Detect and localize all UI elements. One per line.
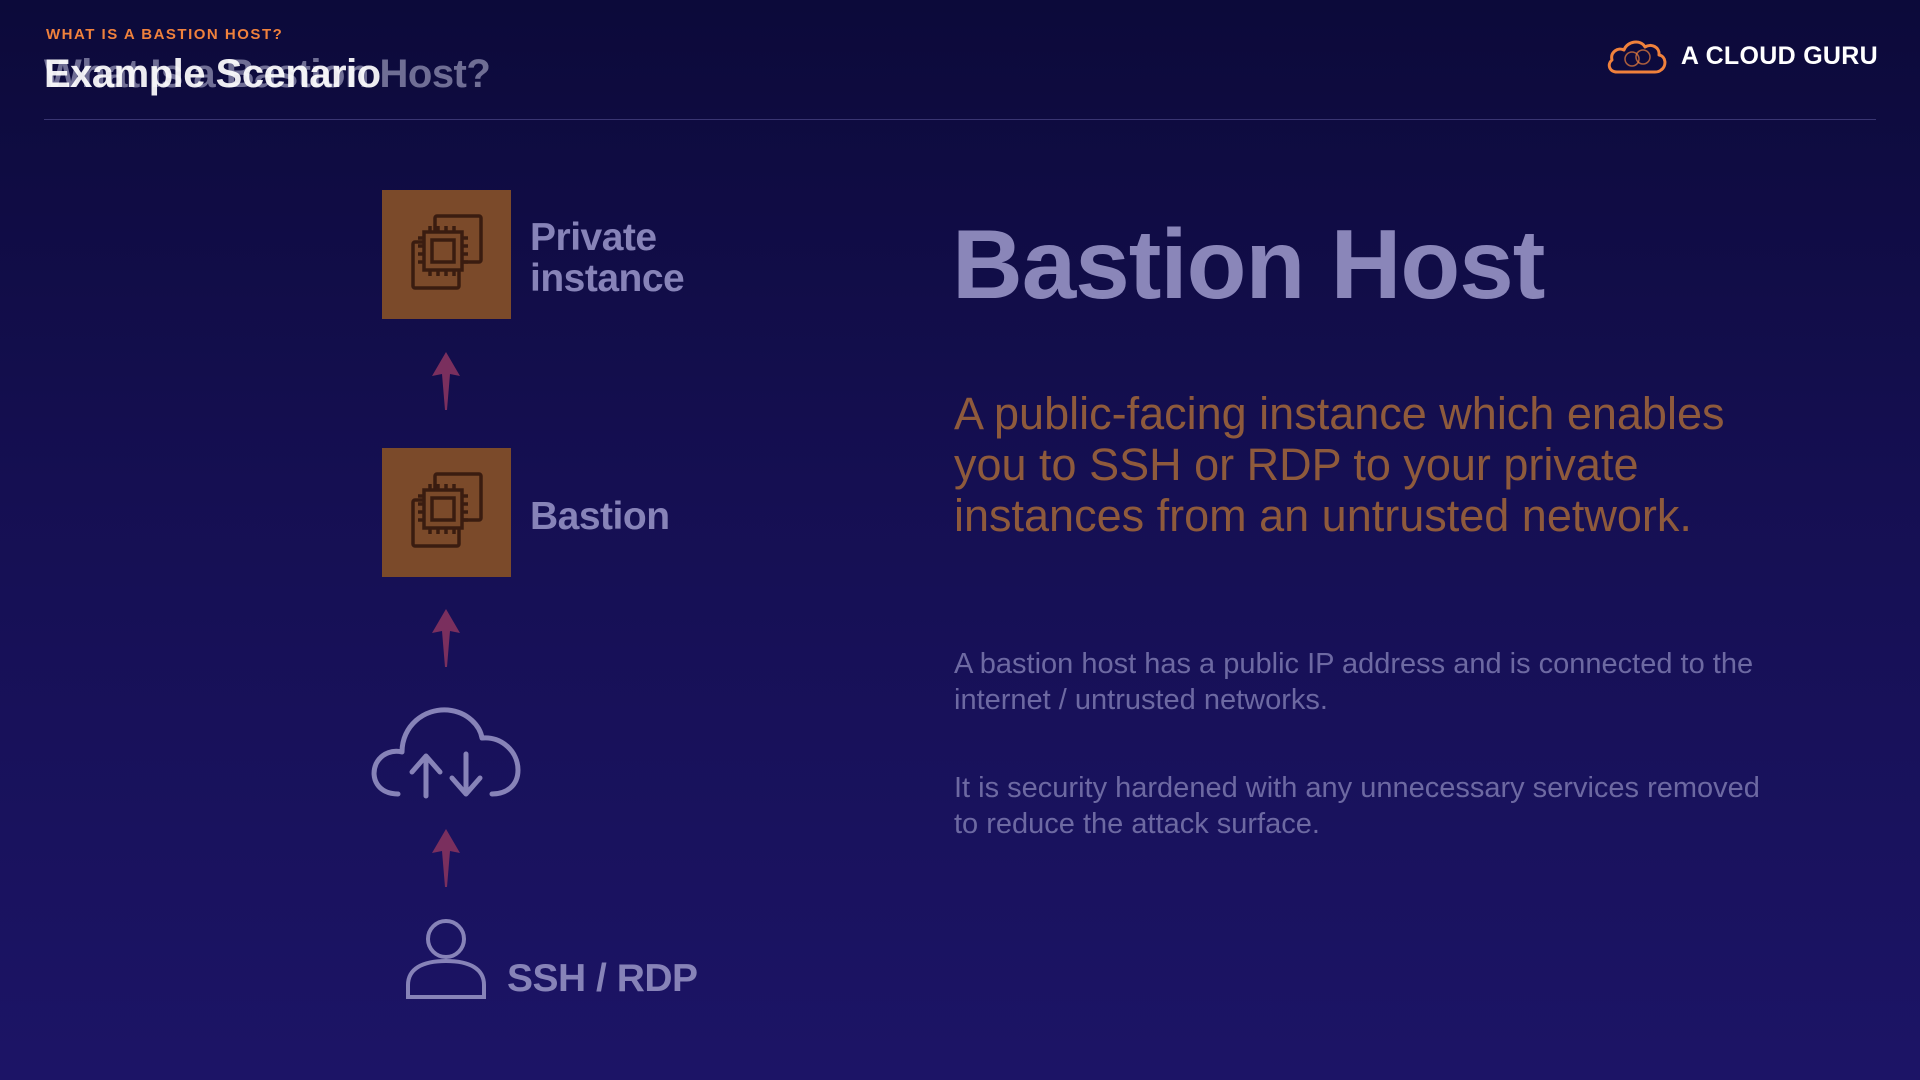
- ec2-chip-icon: [407, 470, 487, 555]
- arrow-up-1: [426, 348, 466, 412]
- ssh-rdp-label: SSH / RDP: [507, 957, 698, 1000]
- definition-text: A public-facing instance which enables y…: [954, 388, 1725, 541]
- ec2-chip-icon: [407, 212, 487, 297]
- arrow-up-icon: [426, 609, 466, 673]
- private-instance-node: [382, 190, 511, 319]
- arrow-up-icon: [426, 829, 466, 893]
- cloud-logo-icon: [1605, 36, 1669, 76]
- brand-logo: A CLOUD GURU: [1605, 36, 1878, 76]
- slide-title-outgoing: What Is a Bastion Host?: [44, 52, 491, 96]
- body-paragraph: It is security hardened with any unneces…: [954, 772, 1760, 840]
- private-instance-label: Private instance: [530, 217, 750, 299]
- internet-cloud-node: [368, 698, 524, 807]
- bastion-label: Bastion: [530, 495, 670, 538]
- slide-eyebrow: WHAT IS A BASTION HOST?: [46, 26, 284, 43]
- cloud-upload-download-icon: [368, 707, 524, 806]
- arrow-up-icon: [426, 352, 466, 416]
- private-instance-label-line1: Private: [530, 216, 657, 259]
- content-title: Bastion Host: [952, 209, 1545, 319]
- slide-title: What Is a Bastion Host? Example Scenario: [44, 52, 644, 102]
- body-paragraph: A bastion host has a public IP address a…: [954, 648, 1754, 716]
- brand-name: A CLOUD GURU: [1680, 41, 1878, 70]
- bastion-node: [382, 448, 511, 577]
- user-icon: [404, 919, 488, 1003]
- arrow-up-2: [426, 605, 466, 669]
- header-divider: [44, 119, 1876, 120]
- slide-title-incoming: Example Scenario: [44, 52, 381, 96]
- user-node: [404, 915, 488, 1004]
- arrow-up-3: [426, 825, 466, 889]
- private-instance-label-line2: instance: [530, 257, 685, 300]
